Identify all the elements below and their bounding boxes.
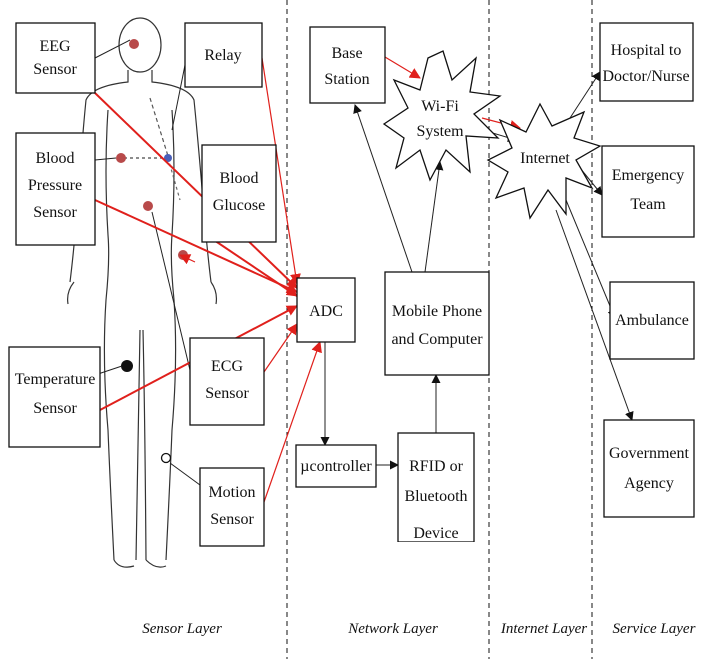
motion-sensor-box xyxy=(199,467,265,547)
emergency-label-line1: Emergency xyxy=(612,167,685,184)
ecg-sensor-box xyxy=(189,337,265,426)
wifi-label-line1: Wi-Fi xyxy=(421,98,459,115)
bp-sensor-dot xyxy=(116,153,126,163)
ecg-label-line1: ECG xyxy=(211,358,243,375)
rfid-label-line1: RFID or xyxy=(409,458,463,475)
temperature-sensor-box xyxy=(8,346,101,448)
ecg-label-line2: Sensor xyxy=(205,385,249,402)
eeg-sensor-box xyxy=(15,22,96,94)
relay-label: Relay xyxy=(204,47,241,64)
government-agency-box xyxy=(603,419,695,518)
ambulance-label: Ambulance xyxy=(615,312,689,329)
internet-label: Internet xyxy=(520,150,570,167)
network-layer-caption: Network Layer xyxy=(347,621,438,637)
bp-label-line3: Sensor xyxy=(33,204,77,221)
ambulance-box xyxy=(609,281,695,360)
wifi-label-line2: System xyxy=(416,123,464,140)
ucontroller-label: µcontroller xyxy=(300,458,372,475)
glucose-label-line1: Blood xyxy=(219,170,258,187)
internet-layer-caption: Internet Layer xyxy=(500,621,587,637)
rfid-label-line3: Device xyxy=(413,525,458,542)
hospital-label-line1: Hospital to xyxy=(611,42,682,59)
eeg-sensor-label-line2: Sensor xyxy=(33,61,77,78)
temperature-sensor-dot xyxy=(121,360,133,372)
government-label-line2: Agency xyxy=(624,475,674,492)
temp-label-line2: Sensor xyxy=(33,400,77,417)
blood-glucose-box xyxy=(201,144,277,243)
adc-label: ADC xyxy=(309,303,343,320)
glucose-label-line2: Glucose xyxy=(213,197,265,214)
sensor-layer-caption: Sensor Layer xyxy=(142,621,222,637)
rfid-box-bottom-mask xyxy=(397,542,477,556)
bp-label-line2: Pressure xyxy=(28,177,82,194)
motion-label-line1: Motion xyxy=(208,484,255,501)
rfid-bluetooth-box xyxy=(397,432,475,543)
eeg-sensor-label-line1: EEG xyxy=(39,38,71,55)
relay-node-dot xyxy=(164,154,172,162)
emergency-team-box xyxy=(601,145,695,238)
motion-label-line2: Sensor xyxy=(210,511,254,528)
government-label-line1: Government xyxy=(609,445,690,462)
emergency-label-line2: Team xyxy=(630,196,666,213)
mobile-phone-computer-box xyxy=(384,271,490,376)
rfid-label-line2: Bluetooth xyxy=(404,488,467,505)
human-body-figure xyxy=(67,17,218,568)
motion-sensor-dot xyxy=(160,452,172,464)
mobile-label-line1: Mobile Phone xyxy=(392,303,482,320)
temp-label-line1: Temperature xyxy=(15,371,96,388)
ecg-sensor-dot xyxy=(143,201,153,211)
bp-label-line1: Blood xyxy=(35,150,74,167)
wifi-system-starburst xyxy=(382,50,502,182)
blood-pressure-sensor-box xyxy=(15,132,96,246)
eeg-sensor-dot xyxy=(129,39,139,49)
base-station-label-line2: Station xyxy=(324,71,369,88)
mobile-label-line2: and Computer xyxy=(391,331,483,348)
service-layer-caption: Service Layer xyxy=(613,621,696,637)
relay-box xyxy=(184,22,263,88)
hospital-label-line2: Doctor/Nurse xyxy=(602,68,689,85)
adc-box xyxy=(296,277,356,343)
ucontroller-box xyxy=(295,444,377,488)
hospital-box xyxy=(599,22,694,102)
base-station-label-line1: Base xyxy=(331,45,362,62)
base-station-box xyxy=(309,26,386,104)
internet-starburst xyxy=(486,102,602,220)
